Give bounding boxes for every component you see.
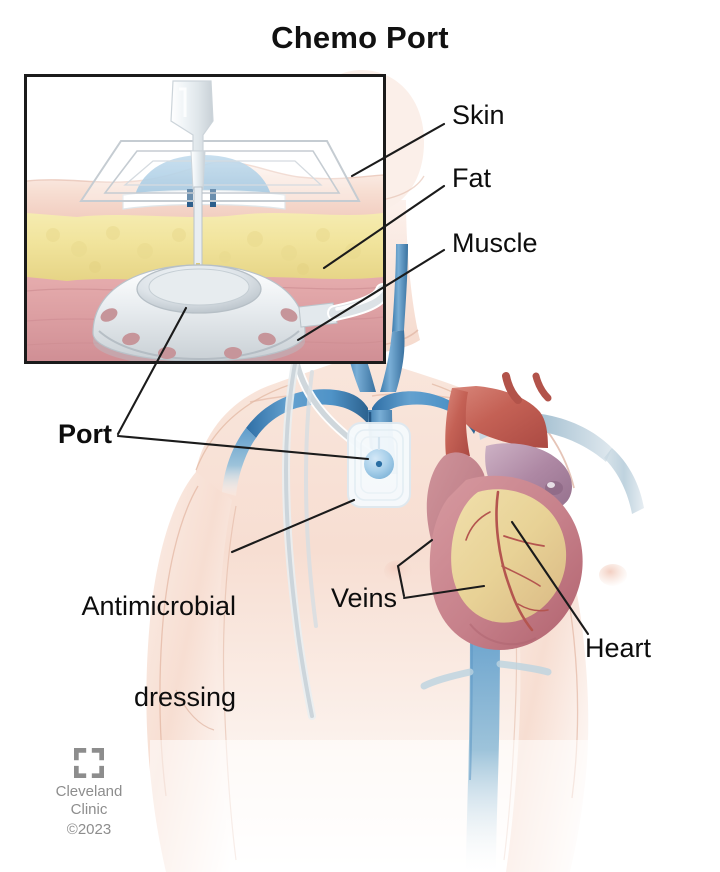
transparent-dressing-outer — [79, 140, 361, 202]
page-title: Chemo Port — [271, 20, 449, 55]
cleveland-clinic-bracket-logo-icon — [74, 748, 104, 778]
transparent-dressing-inner — [103, 150, 341, 194]
left-subclavian-artery — [532, 372, 552, 402]
left-subclavian-vein — [246, 389, 368, 438]
catheter-highlight-inset — [335, 289, 383, 311]
catheter-trailing-2 — [303, 370, 318, 628]
coronary-branch-2 — [501, 565, 541, 587]
left-axillary-vein — [222, 428, 256, 496]
leader-fat — [322, 184, 446, 270]
leader-veins-lower — [402, 584, 486, 600]
leader-muscle — [296, 248, 446, 342]
heart-apex-shadow — [469, 623, 537, 646]
leader-antimicrobial-dressing — [230, 498, 356, 554]
dressing-anchor-left — [187, 189, 193, 207]
credit-copyright: ©2023 — [66, 821, 112, 839]
left-tributary-vein — [420, 668, 474, 690]
ascending-aorta — [445, 388, 470, 456]
coronary-branch-3 — [465, 511, 491, 541]
leader-heart — [510, 520, 590, 636]
right-nipple — [599, 564, 627, 586]
cross-section-svg — [27, 77, 383, 361]
inferior-vena-cava — [466, 600, 500, 872]
transparent-dressing-window — [123, 160, 323, 186]
leader-skin — [350, 122, 446, 178]
fat-texture — [46, 226, 361, 275]
right-jugular-vein — [392, 244, 408, 332]
heart-group — [426, 372, 583, 650]
catheter-trailing — [283, 356, 314, 718]
left-elbow-crease — [175, 689, 215, 731]
needle-neck — [190, 150, 206, 190]
cross-section-inset — [24, 74, 386, 364]
port-rim — [98, 330, 300, 361]
coronary-branch-1 — [503, 535, 545, 547]
credit-name-line2: Clinic — [70, 800, 108, 818]
aortic-arch — [452, 386, 548, 448]
right-tributary-vein — [496, 660, 552, 676]
label-muscle: Muscle — [452, 228, 538, 258]
leader-veins-upper — [396, 538, 434, 598]
coronary-branch-4 — [517, 603, 549, 612]
brachiocephalic-artery — [502, 372, 522, 404]
needle-highlight — [179, 87, 187, 117]
left-shoulder-line — [195, 383, 293, 471]
bottom-fade — [150, 740, 590, 872]
leader-port-chest — [116, 434, 370, 461]
credit-name: Cleveland Clinic — [34, 783, 144, 818]
catheter-inset — [329, 285, 383, 319]
cleveland-clinic-credit: Cleveland Clinic ©2023 — [34, 748, 144, 838]
dressing-inner-ring-1 — [354, 429, 404, 501]
pulmonary-highlight — [547, 482, 555, 488]
left-anterior-descending-artery — [495, 490, 534, 632]
dressing-band — [122, 189, 286, 210]
label-antimicrobial-line1: Antimicrobial — [81, 591, 236, 622]
leader-port-inset — [116, 306, 188, 436]
label-antimicrobial-line2: dressing — [133, 682, 236, 713]
label-heart: Heart — [585, 633, 652, 663]
catheter-and-port-group — [281, 353, 411, 720]
label-port: Port — [58, 419, 112, 449]
right-ventricle-fat — [451, 489, 567, 623]
dressing-anchor-right — [210, 189, 216, 207]
label-antimicrobial-dressing: Antimicrobial dressing — [0, 531, 236, 773]
right-brachiocephalic-trunk — [380, 330, 405, 392]
label-veins: Veins — [331, 583, 398, 613]
label-skin: Skin — [452, 100, 505, 130]
label-fat: Fat — [452, 163, 492, 193]
port-septum — [148, 268, 250, 306]
right-brachial-vein — [604, 448, 644, 514]
credit-name-line1: Cleveland — [55, 783, 123, 800]
port-septum-center — [375, 460, 383, 468]
